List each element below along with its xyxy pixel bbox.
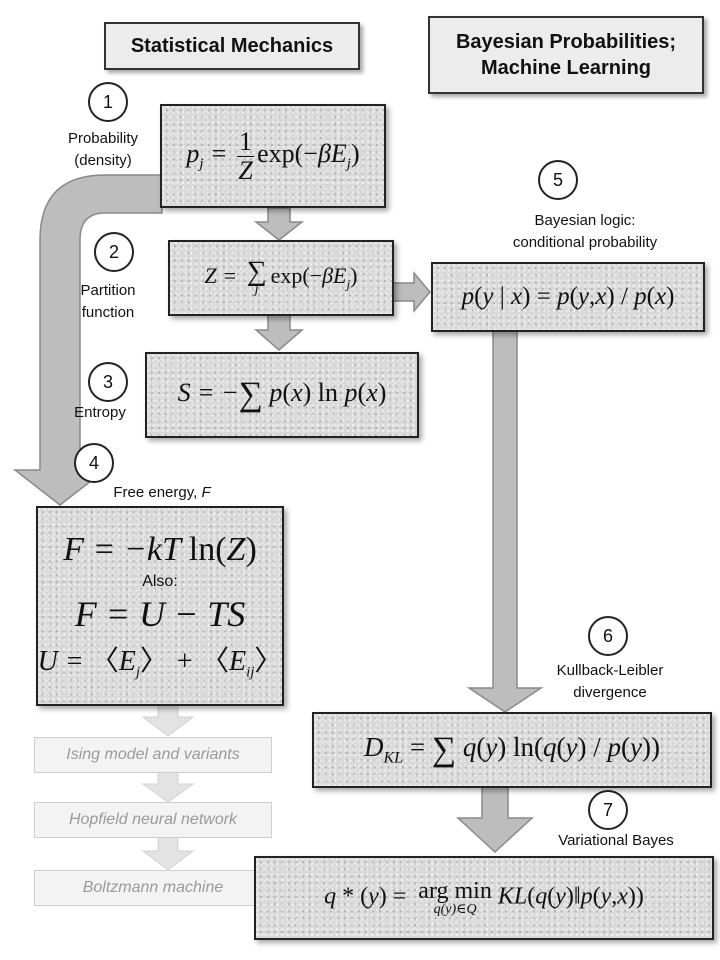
also-label: Also: <box>142 572 178 590</box>
step-label-6-line2: divergence <box>573 683 647 701</box>
step-number-4: 4 <box>74 443 114 483</box>
equation-kl: DKL = ∑ q(y) ln(q(y) / p(y)) <box>364 731 660 768</box>
step-label-4-var: F <box>201 484 211 501</box>
step-number-7: 7 <box>588 790 628 830</box>
arrow-6-to-7 <box>456 784 534 854</box>
arrow-5-to-6 <box>466 329 544 713</box>
faded-arrow-2 <box>141 771 195 803</box>
step-label-1: Probability (density) <box>48 128 158 172</box>
step-number-1: 1 <box>88 82 128 122</box>
header-left-text: Statistical Mechanics <box>130 35 334 57</box>
arrow-2-to-3 <box>253 313 305 351</box>
step-number-2: 2 <box>94 232 134 272</box>
faded-item-ising: Ising model and variants <box>34 737 272 773</box>
equation-free-energy-2: F = U − TS <box>74 593 246 634</box>
box-conditional-probability: p(y | x) = p(y,x) / p(x) <box>431 262 705 332</box>
step-label-6-line1: Kullback-Leibler <box>556 662 664 679</box>
step-label-4: Free energy, F <box>92 482 232 504</box>
step-label-6: Kullback-Leibler divergence <box>532 660 688 704</box>
step-label-1-line2: (density) <box>74 151 132 169</box>
step-number-3: 3 <box>88 362 128 402</box>
step-label-2-line1: Partition <box>80 282 136 299</box>
box-free-energy: F = −kT ln(Z) Also: F = U − TS U = 〈Ej〉 … <box>36 506 284 706</box>
step-label-2-line2: function <box>81 303 135 321</box>
step-label-5: Bayesian logic: conditional probability <box>470 210 700 254</box>
arrow-2-to-5 <box>391 270 431 314</box>
step-label-5-line1: Bayesian logic: <box>534 212 636 229</box>
equation-entropy: S = −∑ p(x) ln p(x) <box>177 376 387 413</box>
header-right-line1: Bayesian Probabilities; <box>455 31 677 53</box>
step-number-6: 6 <box>588 616 628 656</box>
arrow-1-to-2 <box>253 207 305 241</box>
step-label-7: Variational Bayes <box>526 830 706 852</box>
step-label-5-line2: conditional probability <box>512 233 658 251</box>
curved-arrow-1-to-4 <box>12 174 163 506</box>
header-statistical-mechanics: Statistical Mechanics <box>104 22 360 70</box>
step-label-3: Entropy <box>60 402 140 424</box>
box-entropy: S = −∑ p(x) ln p(x) <box>145 352 419 438</box>
step-label-7-line1: Variational Bayes <box>558 832 674 849</box>
faded-arrow-1 <box>141 701 195 737</box>
equation-free-energy-1: F = −kT ln(Z) <box>63 530 257 568</box>
faded-item-hopfield: Hopfield neural network <box>34 802 272 838</box>
step-label-4-text: Free energy, <box>113 484 202 501</box>
box-kl-divergence: DKL = ∑ q(y) ln(q(y) / p(y)) <box>312 712 712 788</box>
step-number-5: 5 <box>538 160 578 200</box>
faded-arrow-3 <box>141 836 195 871</box>
step-label-3-line1: Entropy <box>74 404 126 421</box>
header-right-line2: Machine Learning <box>480 57 652 79</box>
step-label-2: Partition function <box>58 280 158 324</box>
equation-conditional: p(y | x) = p(y,x) / p(x) <box>461 283 675 310</box>
equation-internal-energy: U = 〈Ej〉 + 〈Eij〉 <box>37 645 283 681</box>
step-label-1-line1: Probability <box>67 130 139 147</box>
faded-item-boltzmann: Boltzmann machine <box>34 870 272 906</box>
header-bayesian-ml: Bayesian Probabilities; Machine Learning <box>428 16 704 94</box>
